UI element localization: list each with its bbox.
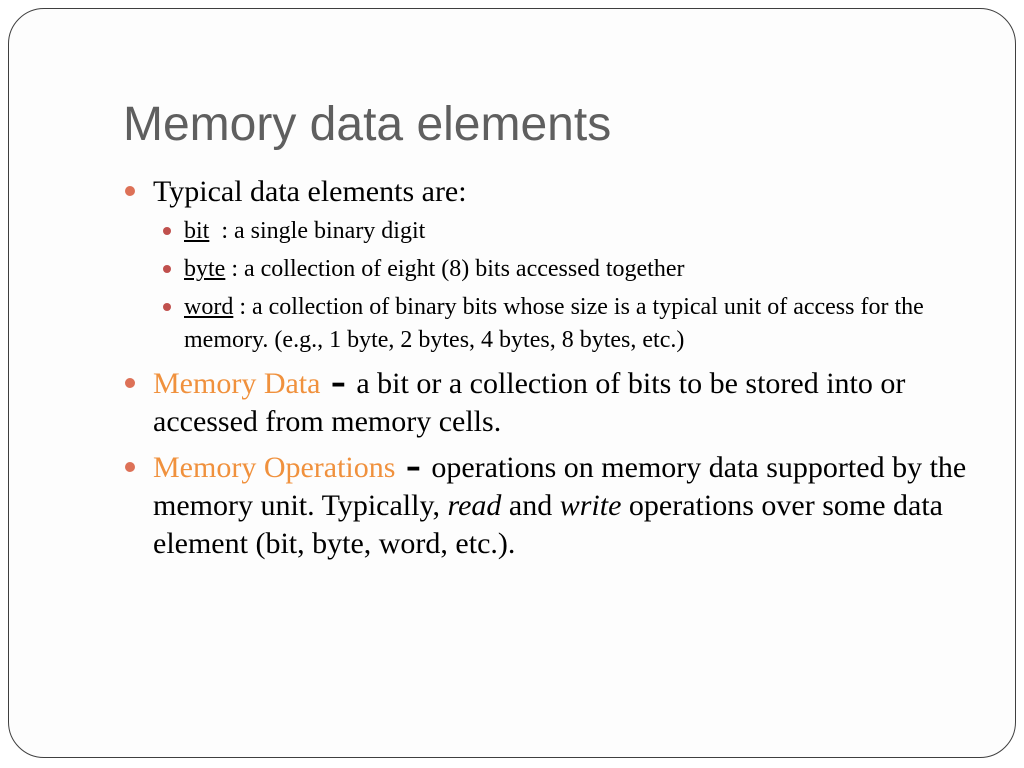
term-word: word xyxy=(184,294,234,320)
keyword-read: read xyxy=(447,489,502,522)
em-dash: – xyxy=(320,366,357,401)
bullet-dot-icon xyxy=(125,462,135,472)
bullet-dot-icon xyxy=(125,186,135,196)
definition-memory-data: a bit or a collection of bits to be stor… xyxy=(153,367,906,438)
definition-part-2: and xyxy=(501,489,560,522)
em-dash: – xyxy=(395,450,432,485)
sub-bullet-bit: bit : a single binary digit xyxy=(153,215,973,248)
separator: : xyxy=(209,218,235,244)
bullet-text: Typical data elements are: xyxy=(153,175,467,208)
definition-byte: a collection of eight (8) bits accessed … xyxy=(244,256,685,282)
slide-title: Memory data elements xyxy=(123,98,612,151)
term-byte: byte xyxy=(184,256,226,282)
definition-bit: a single binary digit xyxy=(234,218,426,244)
term-memory-data: Memory Data xyxy=(153,367,321,400)
sub-bullet-list: bit : a single binary digit byte : a col… xyxy=(153,215,973,357)
bullet-dot-icon xyxy=(125,378,135,388)
bullet-dot-icon xyxy=(163,265,171,273)
sub-bullet-byte: byte : a collection of eight (8) bits ac… xyxy=(153,253,973,286)
definition-part-3: operations over some data element (bit, … xyxy=(153,489,943,560)
bullet-dot-icon xyxy=(163,227,171,235)
separator: : xyxy=(233,294,252,320)
slide-content: Typical data elements are: bit : a singl… xyxy=(123,173,973,563)
bullet-typical-elements: Typical data elements are: bit : a singl… xyxy=(123,173,973,357)
definition-part-1: operations on memory data supported by t… xyxy=(153,451,967,522)
slide: Memory data elements Typical data elemen… xyxy=(8,8,1016,758)
separator: : xyxy=(225,256,244,282)
term-memory-operations: Memory Operations xyxy=(153,451,396,484)
bullet-memory-data: Memory Data – a bit or a collection of b… xyxy=(123,365,973,441)
keyword-write: write xyxy=(559,489,622,522)
bullet-memory-operations: Memory Operations – operations on memory… xyxy=(123,449,973,563)
bullet-dot-icon xyxy=(163,303,171,311)
sub-bullet-word: word : a collection of binary bits whose… xyxy=(153,291,973,357)
term-bit: bit xyxy=(184,218,210,244)
definition-word: a collection of binary bits whose size i… xyxy=(184,294,924,353)
